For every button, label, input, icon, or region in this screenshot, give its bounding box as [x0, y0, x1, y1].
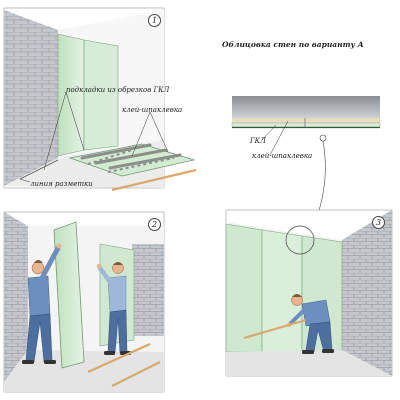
panel-number-2: 2: [148, 218, 161, 231]
label-detail-adhesive: клей-шпаклевка: [252, 152, 313, 160]
detail-marker: [285, 225, 315, 255]
adhesive-layer: [232, 118, 380, 123]
label-marking-line: линия разметки: [30, 180, 93, 188]
gkl-layer: [231, 122, 381, 128]
label-shims: подкладки из обрезков ГКЛ: [66, 86, 170, 94]
worker-right: [96, 262, 131, 355]
brick-wall-right: [342, 210, 392, 376]
worker-left: [22, 243, 62, 364]
gkl-board-installed: [83, 39, 119, 151]
panel-2: [3, 211, 165, 393]
wooden-lath: [111, 361, 161, 387]
marking-line: [19, 159, 59, 180]
gkl-board-lifting: [53, 221, 85, 369]
panel-1: [3, 7, 197, 192]
label-adhesive: клей-шпаклевка: [122, 106, 183, 114]
gkl-board-installed: [261, 229, 303, 353]
brick-wall-left: [4, 10, 58, 186]
label-gkl: ГКЛ: [250, 137, 266, 145]
panel-number-3: 3: [372, 216, 385, 229]
wooden-lath: [111, 168, 197, 192]
wooden-lath: [243, 318, 307, 340]
floor: [226, 350, 392, 376]
brick-wall-left: [4, 212, 28, 382]
brick-wall-right: [132, 244, 164, 336]
wooden-lath: [87, 342, 151, 374]
panel-number-1: 1: [148, 14, 161, 27]
ceiling-slab: [232, 96, 380, 118]
panel-3: [225, 209, 393, 377]
diagram-title: Облицовка стен по варианту А: [222, 40, 364, 49]
detail-callout: [231, 96, 381, 233]
gkl-board-installed: [225, 223, 263, 353]
worker-crouching: [286, 294, 334, 354]
